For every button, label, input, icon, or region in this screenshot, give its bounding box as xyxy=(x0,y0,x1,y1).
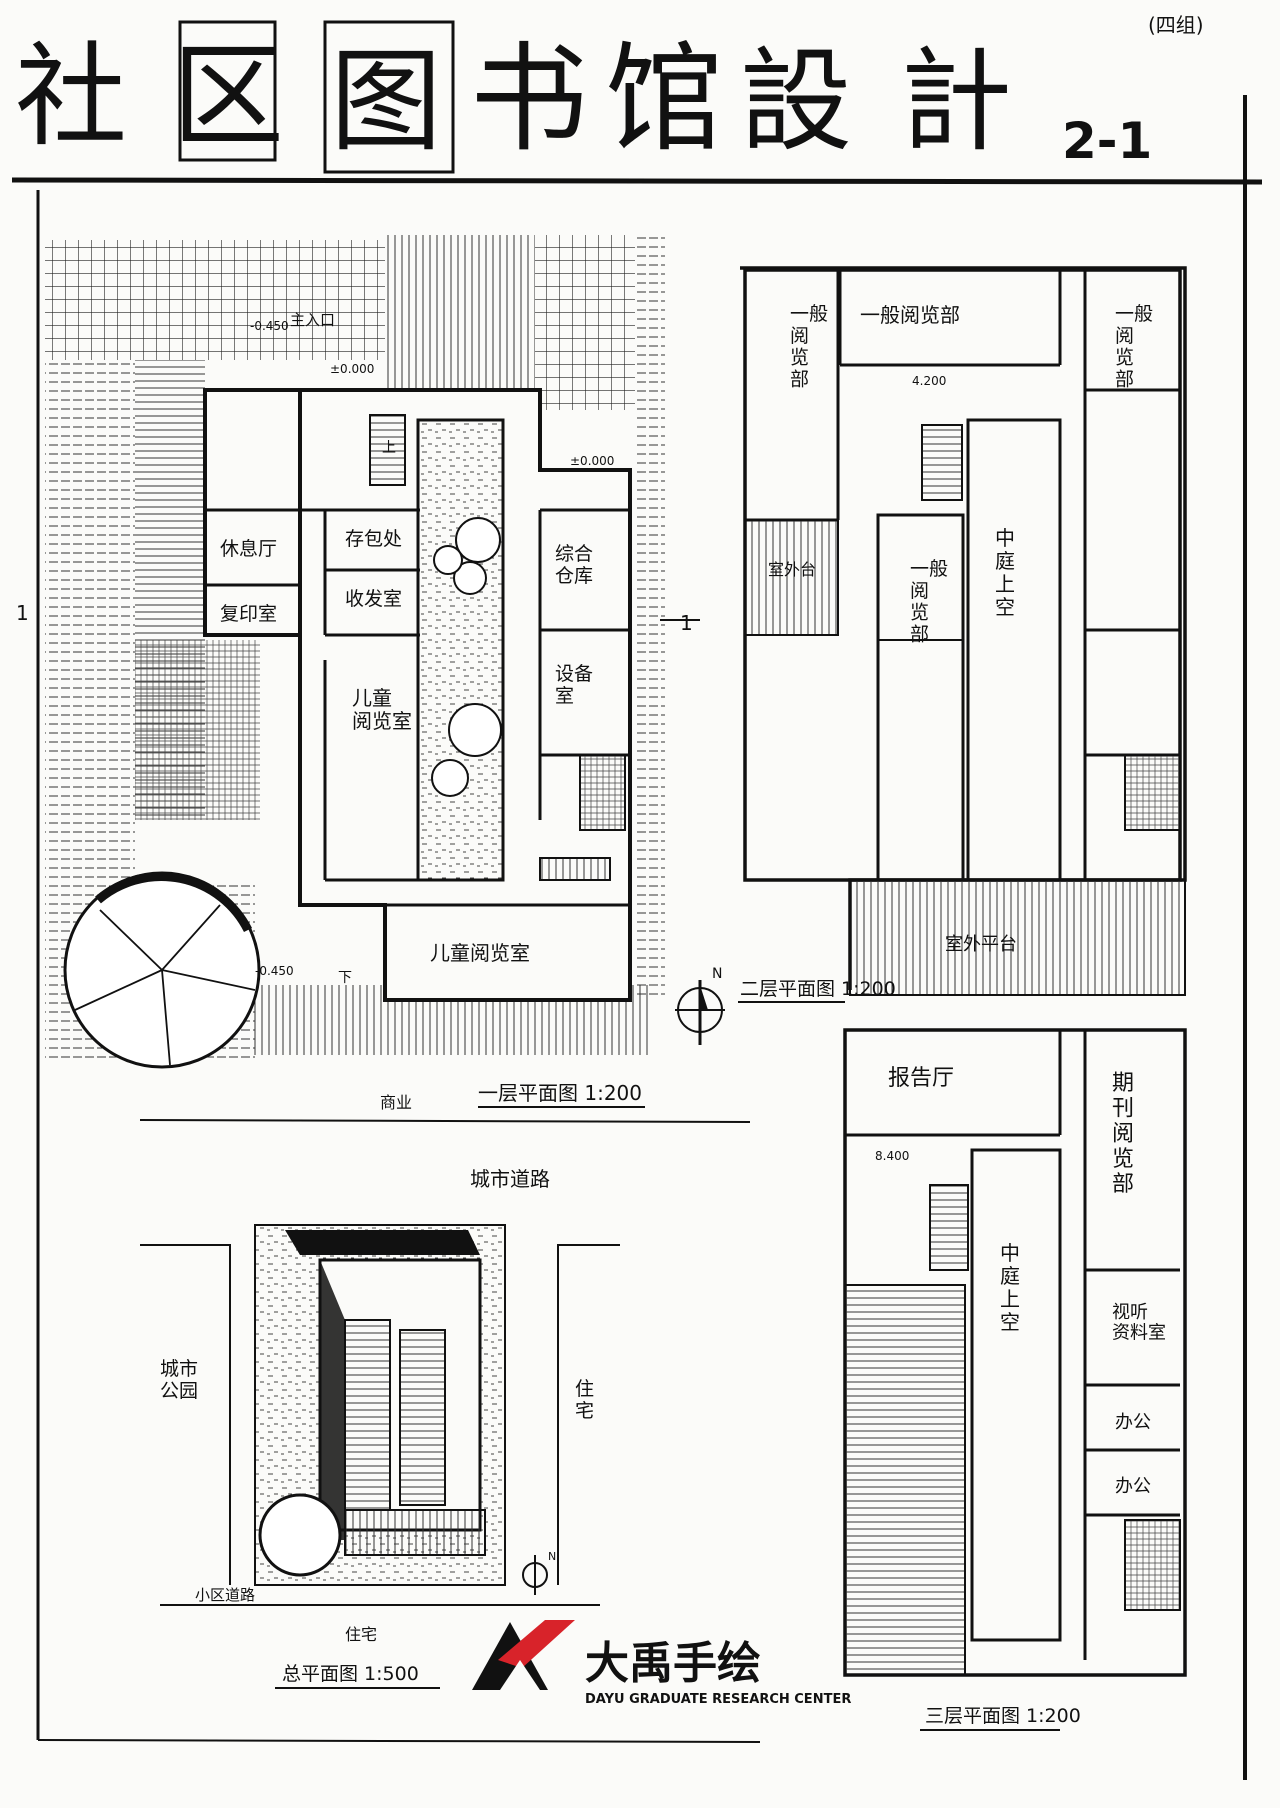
stair-east xyxy=(579,754,626,831)
logo-subtitle: DAYU GRADUATE RESEARCH CENTER xyxy=(585,1692,851,1707)
site-housing-bottom: 住宅 xyxy=(345,1625,377,1644)
plan2-stair xyxy=(921,424,963,501)
wing-left xyxy=(203,388,302,637)
section-mark-left: 1 xyxy=(16,601,29,625)
plan2-terrace-left xyxy=(744,519,839,636)
shop-label: 商业 xyxy=(380,1093,412,1112)
paving-grid-left xyxy=(45,240,385,360)
stair-up-label: 上 xyxy=(382,440,396,456)
title-number: 2-1 xyxy=(1062,112,1152,170)
title-char-3: 图 xyxy=(330,37,442,167)
plan2-general-left: 一般阅览部 xyxy=(790,303,828,390)
title-char-7: 計 xyxy=(900,37,1012,167)
plan2-atrium xyxy=(966,418,1062,882)
title-char-1: 社 xyxy=(15,32,127,162)
logo-name: 大禹手绘 xyxy=(585,1638,761,1689)
level-2: ±0.000 xyxy=(570,454,614,468)
plan2-terrace-bottom-label: 室外平台 xyxy=(945,934,1017,955)
site-tree xyxy=(258,1493,342,1577)
svg-text:N: N xyxy=(548,1550,556,1563)
plan3-office-1: 办公 xyxy=(1115,1412,1151,1433)
stair-south xyxy=(539,857,611,881)
title-box-1 xyxy=(178,20,277,162)
brand-logo: 大禹手绘 DAYU GRADUATE RESEARCH CENTER xyxy=(472,1620,851,1707)
plan2-terrace-bottom xyxy=(849,879,1186,996)
room-receive: 收发室 xyxy=(345,588,402,610)
planting-right xyxy=(635,235,665,995)
plan2-level: 4.200 xyxy=(912,374,946,388)
room-kids-2: 儿童阅览室 xyxy=(430,941,530,965)
room-copy: 复印室 xyxy=(220,603,277,625)
sheet-frame xyxy=(11,95,1263,1780)
plan-third-floor: 报告厅 期刊阅览部 视听资料室 办公 办公 中庭上空 8.400 三层平面图 1… xyxy=(843,1028,1187,1731)
plan1-caption: 一层平面图 1:200 xyxy=(478,1081,642,1105)
plan3-caption: 三层平面图 1:200 xyxy=(925,1705,1081,1727)
site-park: 城市公园 xyxy=(160,1358,198,1402)
plan3-stair xyxy=(929,1184,969,1271)
room-equip: 设备室 xyxy=(555,663,593,707)
north-arrow-main: N xyxy=(675,966,725,1045)
site-plan: 城市道路 城市公园 住宅 小区道路 住宅 总平面图 1:500 N xyxy=(140,1167,620,1689)
title-box-2 xyxy=(323,20,455,174)
plaza-left xyxy=(135,640,260,820)
stair-down-label: 下 xyxy=(338,970,352,986)
plan2-general-mid: 一般阅览部 xyxy=(910,558,948,645)
plan2-general-right: 一般阅览部 xyxy=(1115,303,1153,390)
courtyard-trees xyxy=(431,517,502,797)
site-road-top: 城市道路 xyxy=(470,1167,550,1191)
plan3-level: 8.400 xyxy=(875,1149,909,1163)
title-char-2: 区 xyxy=(172,32,284,162)
room-storage: 综合仓库 xyxy=(555,543,593,587)
main-entrance-label: 主入口 xyxy=(290,311,335,329)
plan3-office-2: 办公 xyxy=(1115,1476,1151,1497)
plan3-lecture: 报告厅 xyxy=(888,1066,954,1091)
site-building-shadow xyxy=(285,1230,480,1255)
title-char-6: 設 xyxy=(740,37,852,167)
plan3-atrium-label: 中庭上空 xyxy=(1000,1241,1020,1334)
plan2-terrace-left-label: 室外台 xyxy=(768,560,816,579)
plan2-caption: 二层平面图 1:200 xyxy=(740,978,896,1000)
plan2-stair-east xyxy=(1124,754,1181,831)
room-bag: 存包处 xyxy=(345,528,402,550)
corner-note: (四组) xyxy=(1148,13,1204,37)
room-kids: 儿童阅览室 xyxy=(352,686,412,733)
title-block: 社 区 图 书 馆 設 計 2-1 (四组) xyxy=(15,13,1204,174)
plan3-atrium xyxy=(970,1148,1062,1642)
plan2-general-top: 一般阅览部 xyxy=(860,303,960,327)
plan2-atrium-label: 中庭上空 xyxy=(995,526,1015,619)
plan3-stair-east xyxy=(1124,1519,1181,1611)
level-4: -0.450 xyxy=(255,964,294,978)
plan3-terrace xyxy=(844,1284,966,1676)
section-mark-right: 1 xyxy=(680,611,693,635)
plan-ground-floor: 1 1 休息厅 复印室 存包处 收发室 儿童阅览室 儿童阅览室 综合仓库 设备室… xyxy=(16,235,751,1123)
title-char-4: 书 xyxy=(470,30,588,168)
paving-grid-right xyxy=(535,235,635,410)
level-1: ±0.000 xyxy=(330,362,374,376)
room-rest: 休息厅 xyxy=(220,538,277,560)
lawn-top xyxy=(385,235,535,395)
plan3-periodical: 期刊阅览部 xyxy=(1112,1071,1134,1197)
plan3-av: 视听资料室 xyxy=(1112,1302,1166,1344)
courtyard xyxy=(416,418,505,882)
large-tree xyxy=(63,871,261,1069)
title-char-5: 馆 xyxy=(605,30,723,168)
level-3: -0.450 xyxy=(250,319,289,333)
site-caption: 总平面图 1:500 xyxy=(282,1663,419,1685)
site-housing-right: 住宅 xyxy=(575,1378,594,1422)
svg-text:N: N xyxy=(712,966,722,982)
plan-second-floor: 一般阅览部 一般阅览部 一般阅览部 一般阅览部 中庭上空 室外台 室外平台 4.… xyxy=(738,266,1187,1003)
stair-north xyxy=(369,414,406,486)
site-road-bottom: 小区道路 xyxy=(195,1586,255,1604)
planting-left xyxy=(45,360,135,880)
